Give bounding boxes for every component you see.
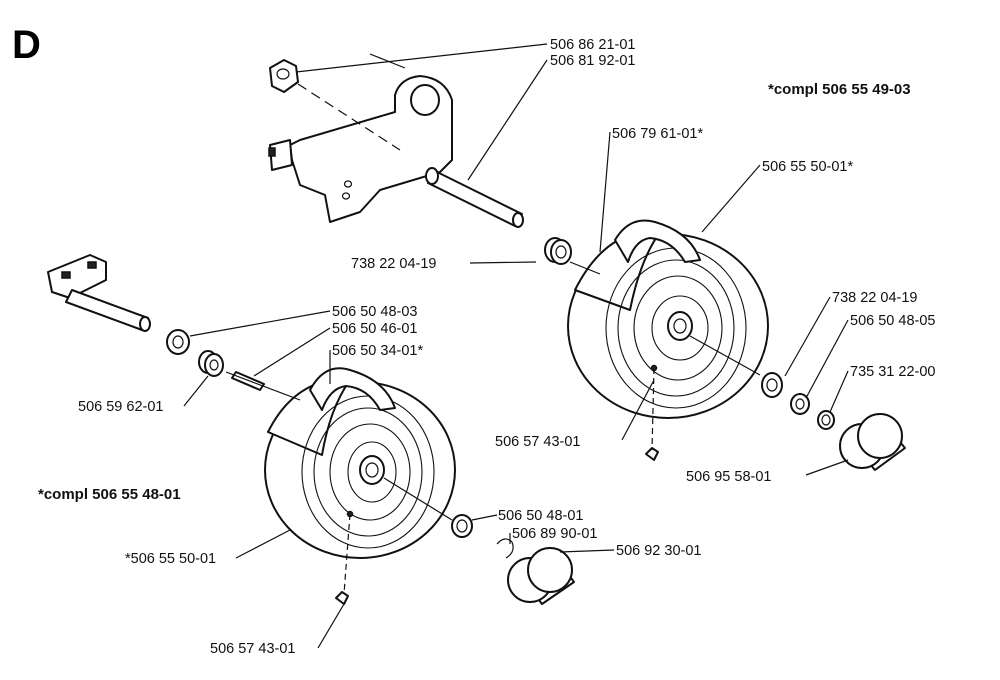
right-wheel bbox=[567, 219, 769, 419]
left-washer bbox=[166, 329, 190, 355]
label-506-89-90-01: 506 89 90-01 bbox=[512, 526, 597, 542]
label-506-81-92-01: 506 81 92-01 bbox=[550, 53, 635, 69]
left-wheel bbox=[264, 367, 456, 559]
label-compl-right: *compl 506 55 49-03 bbox=[768, 81, 911, 98]
label-506-59-62-01: 506 59 62-01 bbox=[78, 399, 163, 415]
nut-top bbox=[269, 59, 299, 93]
label-compl-left: *compl 506 55 48-01 bbox=[38, 486, 181, 503]
label-506-50-48-05: 506 50 48-05 bbox=[850, 313, 935, 329]
left-key bbox=[231, 371, 265, 391]
label-506-92-30-01: 506 92 30-01 bbox=[616, 543, 701, 559]
right-washer bbox=[790, 393, 810, 415]
upper-bracket bbox=[268, 75, 453, 223]
label-506-57-43-01-left: 506 57 43-01 bbox=[210, 641, 295, 657]
bearing-upper bbox=[544, 237, 572, 265]
left-clip bbox=[496, 538, 514, 559]
label-506-50-34-01: 506 50 34-01* bbox=[332, 343, 423, 359]
label-735-31-22-00: 735 31 22-00 bbox=[850, 364, 935, 380]
label-506-50-46-01: 506 50 46-01 bbox=[332, 321, 417, 337]
right-hubcap bbox=[839, 413, 906, 471]
label-506-95-58-01: 506 95 58-01 bbox=[686, 469, 771, 485]
label-506-86-21-01: 506 86 21-01 bbox=[550, 37, 635, 53]
label-738-22-04-19-right: 738 22 04-19 bbox=[832, 290, 917, 306]
label-506-55-50-01-right: 506 55 50-01* bbox=[762, 159, 853, 175]
left-bracket bbox=[47, 254, 151, 332]
right-bearing bbox=[761, 372, 783, 398]
section-letter: D bbox=[12, 23, 41, 67]
label-506-55-50-01-left: *506 55 50-01 bbox=[125, 551, 216, 567]
axle-shaft bbox=[425, 167, 524, 228]
left-bearing bbox=[198, 350, 224, 377]
left-hubcap bbox=[507, 547, 575, 605]
label-506-79-61-01: 506 79 61-01* bbox=[612, 126, 703, 142]
right-clip bbox=[817, 410, 835, 430]
left-valve bbox=[335, 510, 354, 605]
leader-lines bbox=[183, 43, 849, 649]
label-506-50-48-01: 506 50 48-01 bbox=[498, 508, 583, 524]
label-506-50-48-03: 506 50 48-03 bbox=[332, 304, 417, 320]
right-valve bbox=[645, 364, 659, 461]
label-506-57-43-01-right: 506 57 43-01 bbox=[495, 434, 580, 450]
left-washer-outer bbox=[451, 514, 473, 538]
label-738-22-04-19-upper: 738 22 04-19 bbox=[351, 256, 436, 272]
